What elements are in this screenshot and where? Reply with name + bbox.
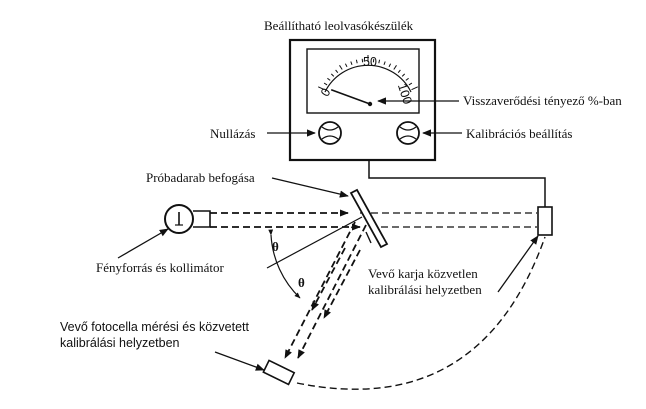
scale-tick (335, 69, 339, 74)
scale-tick (408, 82, 413, 86)
scale-tick (344, 63, 348, 68)
scale-label-50: 50 (363, 55, 377, 69)
light-source (164, 204, 211, 234)
label-calibration: Kalibrációs beállítás (466, 126, 573, 141)
label-receiver-arm-1: Vevő karja közvetlen (368, 266, 478, 281)
scale-tick (393, 65, 397, 70)
needle-pivot (367, 101, 373, 107)
scale-tick (397, 69, 401, 74)
scale-tick (350, 61, 353, 65)
arrow-light-source (117, 228, 169, 259)
meter-scale-arc (324, 64, 412, 93)
arrow-sample-holder (271, 177, 349, 198)
meter-needle (330, 88, 371, 105)
label-receiver-arm-2: kalibrálási helyzetben (368, 282, 482, 297)
label-photocell-1: Vevő fotocella mérési és közvetett (60, 320, 250, 334)
scale-tick (388, 63, 392, 68)
arrow-receiver-arm (497, 235, 539, 293)
angle-arc (268, 229, 301, 299)
scale-tick (339, 65, 343, 70)
scale-tick (411, 86, 419, 91)
arrow-photocell (214, 351, 265, 371)
scale-tick (355, 59, 358, 64)
label-light-source: Fényforrás és kollimátor (96, 260, 224, 275)
sample-holder (349, 188, 389, 249)
zero-adjust-knob[interactable] (318, 121, 342, 145)
label-photocell-2: kalibrálási helyzetben (60, 336, 180, 350)
scale-tick (323, 82, 328, 86)
direct-calibration-beams (360, 212, 537, 228)
label-zeroing: Nullázás (210, 126, 255, 141)
meter-window (306, 48, 420, 114)
scale-tick (378, 59, 381, 64)
calibration-knob[interactable] (396, 121, 420, 145)
meter-cable (368, 160, 546, 207)
theta-incidence: θ (272, 239, 279, 254)
scale-tick (383, 61, 386, 65)
reflected-beams (284, 221, 367, 359)
meter-scale-ticks (317, 55, 419, 91)
scale-tick (317, 86, 325, 91)
scale-tick (405, 77, 409, 81)
label-meter-title: Beállítható leolvasókészülék (264, 18, 414, 33)
receiver-swing-arc (296, 236, 546, 390)
meter-body (288, 38, 437, 162)
receiver-photocell (262, 359, 296, 386)
theta-reflection: θ (298, 275, 305, 290)
label-reflectance: Visszaverődési tényező %-ban (463, 93, 622, 108)
receiver-arm-direct (537, 206, 553, 236)
scale-tick (401, 73, 406, 77)
readout-meter: 0 50 100 (288, 38, 437, 162)
incident-beams (210, 209, 361, 231)
label-sample-holder: Próbadarab befogása (146, 170, 255, 185)
scale-tick (327, 77, 331, 81)
scale-label-0: 0 (318, 86, 334, 99)
scale-label-100: 100 (395, 82, 415, 106)
scale-tick (330, 73, 335, 77)
